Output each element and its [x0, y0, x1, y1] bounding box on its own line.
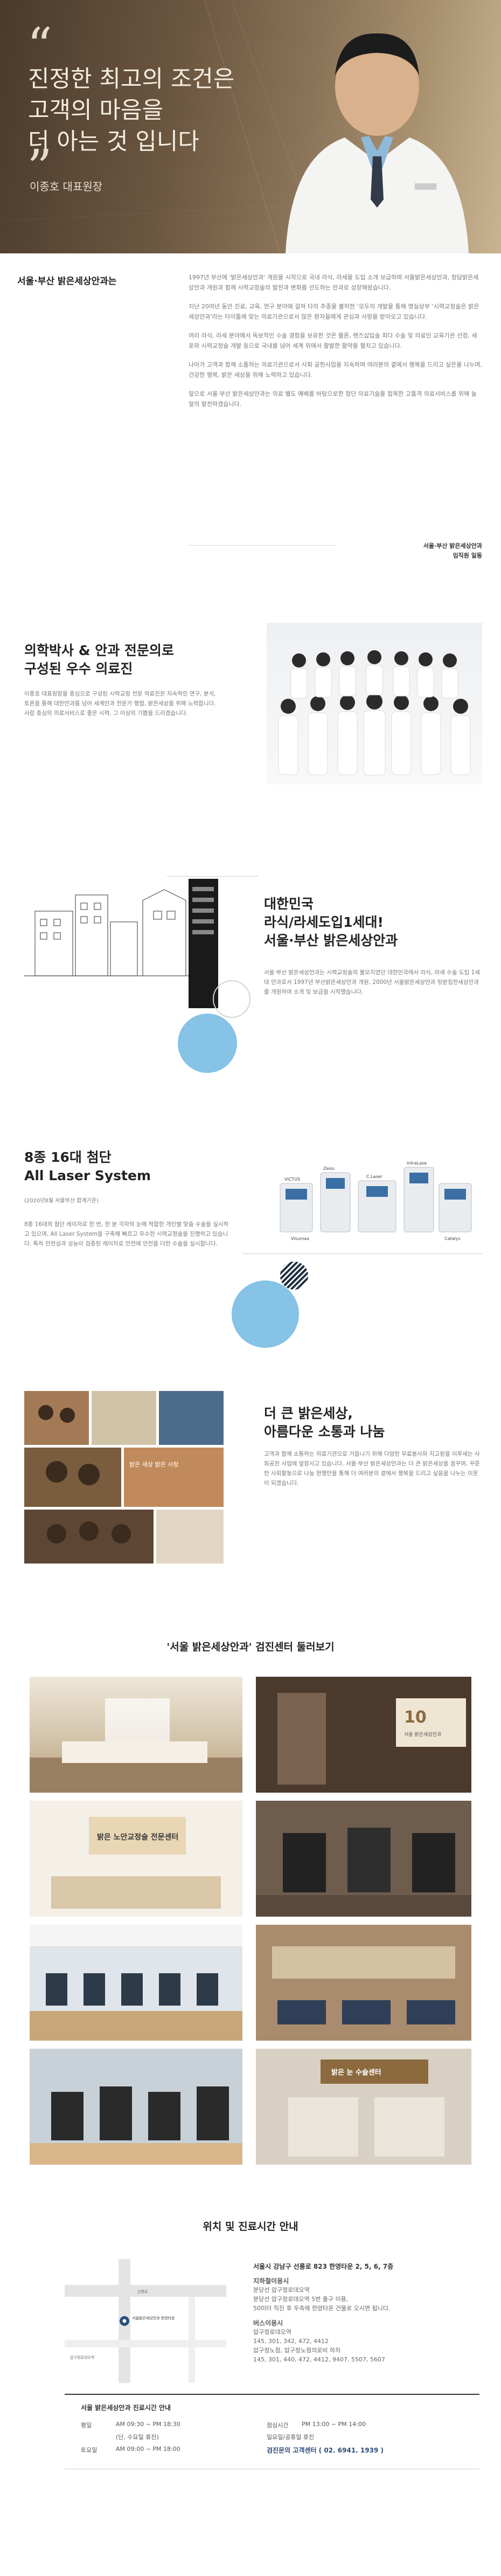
lasik-heading-line-1: 대한민국: [264, 896, 314, 912]
saturday-label: 토요일: [81, 2447, 98, 2454]
subway-line: 50미터 직진 후 우측에 한양타운 건물로 오시면 됩니다.: [253, 2305, 391, 2312]
laser-device-label-0: VICTUS: [284, 1177, 300, 1182]
lunch-label: 점심시간: [267, 2422, 289, 2429]
tour-photo-lobby: [30, 1677, 242, 1793]
volunteer-collage: 밝은 세상 밝은 사랑: [24, 1391, 224, 1563]
hero-signature: 이종호 대표원장: [30, 180, 103, 193]
doctors-heading: 의학박사 & 안과 전문의로 구성된 우수 의료진: [24, 642, 174, 678]
laser-device-label-1: Zeiss: [323, 1166, 335, 1171]
intro-heading: 서울·부산 밝은세상안과는: [17, 276, 117, 287]
laser-date-note: (2020년8월 서울부산 합계기준): [24, 1198, 99, 1204]
lunch-time: PM 13:00 ~ PM 14:00: [302, 2421, 366, 2428]
share-heading: 더 큰 밝은세상, 아름다운 소통과 나눔: [264, 1404, 385, 1441]
intro-signature-line-1: 서울·부산 밝은세상안과: [423, 542, 482, 549]
location-map[interactable]: 서울밝은세상안과 한양타운 선릉로 압구정로데오역: [65, 2259, 226, 2383]
map-label-clinic: 서울밝은세상안과 한양타운: [132, 2316, 175, 2320]
lasik-outline-circle: [213, 980, 250, 1018]
weekday-label: 평일: [81, 2422, 92, 2429]
hero-title-line-2: 고객의 마음을: [28, 97, 164, 124]
map-label-station: 압구정로데오역: [70, 2355, 94, 2360]
intro-paragraph: 여러 라식, 라세 분야에서 독보적인 수술 경험을 보유한 것은 물론, 렌즈…: [189, 332, 477, 349]
intro-paragraph: 1997년 부산에 '밝은세상안과' 개원을 시작으로 국내 라식, 라세을 도…: [189, 274, 479, 291]
location-details: 서울시 강남구 선릉로 823 한영타운 2, 5, 6, 7층 지하철이용시 …: [253, 2262, 479, 2364]
weekday-note: (단, 수요일 휴진): [116, 2434, 159, 2441]
tour-photo-diagnostic: [30, 2049, 242, 2165]
hero-title-line-3: 더 아는 것 입니다: [28, 128, 199, 155]
share-heading-line-1: 더 큰 밝은세상,: [264, 1406, 353, 1421]
location-address: 서울시 강남구 선릉로 823 한영타운 2, 5, 6, 7층: [253, 2263, 394, 2270]
map-label-road: 선릉로: [137, 2289, 148, 2294]
subway-line: 분당선 압구정로데오역: [253, 2286, 310, 2293]
lasik-heading-line-3: 서울·부산 밝은세상안과: [264, 933, 398, 948]
laser-striped-circle: [280, 1262, 308, 1290]
bus-label: 버스이용시: [253, 2319, 283, 2327]
laser-heading-line-1: 8종 16대 첨단: [24, 1149, 112, 1165]
tour-photo-entrance: 10 서울 밝은세상안과: [256, 1677, 471, 1793]
laser-divider: [242, 1253, 482, 1254]
laser-heading: 8종 16대 첨단 All Laser System: [24, 1148, 151, 1185]
intro-body: 1997년 부산에 '밝은세상안과' 개원을 시작으로 국내 라식, 라세을 도…: [189, 272, 482, 409]
hero-title-line-1: 진정한 최고의 조건은: [28, 66, 235, 93]
weekday-time: AM 09:30 ~ PM 18:30: [116, 2421, 180, 2428]
tour-surgery-sign: 밝은 눈 수술센터: [331, 2068, 381, 2077]
doctors-heading-line-2: 구성된 우수 의료진: [24, 661, 133, 677]
subway-line: 분당선 압구정로데오역 5번 출구 이용,: [253, 2296, 349, 2303]
intro-signature: 서울·부산 밝은세상안과 임직원 일동: [339, 541, 482, 561]
tour-heading: '서울 밝은세상안과' 검진센터 둘러보기: [166, 1641, 335, 1653]
hero-banner: “ 진정한 최고의 조건은 고객의 마음을 더 아는 것 입니다 ” 이종호 대…: [0, 0, 501, 253]
laser-device-label-5: Catalys: [444, 1236, 461, 1241]
laser-device-label-2: C.Laser: [366, 1174, 383, 1179]
intro-signature-line-2: 임직원 일동: [453, 552, 482, 559]
intro-paragraph: 지난 20여년 동안 진료, 교육, 연구 분야에 걸쳐 타의 추종을 불허한 …: [189, 303, 479, 320]
doctor-portrait: [286, 33, 469, 253]
laser-devices-image: VICTUS Zeiss C.Laser IntraLase Visumax C…: [269, 1151, 482, 1248]
saturday-time: AM 09:00 ~ PM 18:00: [116, 2446, 180, 2453]
tour-photo-surgery-center: 밝은 눈 수술센터: [256, 2049, 471, 2165]
lasik-heading: 대한민국 라식/라세도입1세대! 서울·부산 밝은세상안과: [264, 895, 398, 950]
lasik-building-illustration: [24, 863, 218, 1008]
tour-sign-text: 서울 밝은세상안과: [404, 1732, 441, 1738]
tour-reception-sign: 밝은 노안교정술 전문센터: [97, 1833, 178, 1842]
close-quote-mark: ”: [27, 139, 53, 197]
phone-number[interactable]: 검진문의 고객센터 ( 02. 6941. 1939 ): [267, 2447, 384, 2454]
lasik-heading-line-2: 라식/라세도입1세대!: [264, 914, 384, 930]
doctors-heading-line-1: 의학박사 & 안과 전문의로: [24, 643, 174, 658]
volunteer-banner-text: 밝은 세상 밝은 사랑: [129, 1461, 178, 1468]
tour-sign-number: 10: [404, 1708, 427, 1727]
lasik-blue-circle: [178, 1014, 237, 1073]
intro-divider: [189, 545, 337, 546]
laser-body: 8종 16대의 첨단 레이저로 한 번, 한 분 각자의 눈에 적합한 개인별 …: [24, 1221, 229, 1247]
share-body: 고객과 함께 소통하는 의료기관으로 거듭나기 위해 다양한 무료봉사와 지고원…: [264, 1451, 480, 1486]
tour-photo-exam-room: [256, 1801, 471, 1917]
location-heading: 위치 및 진료시간 안내: [203, 2221, 298, 2233]
tour-photo-reception: 밝은 노안교정술 전문센터: [30, 1801, 242, 1917]
laser-heading-line-2: All Laser System: [24, 1168, 151, 1183]
laser-device-label-4: Visumax: [291, 1236, 309, 1241]
bus-line: 145, 301, 342, 472, 4412: [253, 2338, 329, 2345]
bus-line: 압구정로데오역: [253, 2329, 291, 2336]
intro-paragraph: 앞으로 서울·부산 밝은세상안과는 의료 별도 예배를 바탕으로한 첨단 의료기…: [189, 390, 477, 408]
hours-heading: 서울 밝은세상안과 진료시간 안내: [81, 2404, 171, 2412]
lasik-body: 서울·부산 밝은세상안과는 시력교정술의 불모지였던 대한민국에서 라식, 라세…: [264, 969, 480, 995]
doctors-group-photo: [267, 623, 482, 784]
doctors-body: 이종호 대표원장을 중심으로 구성된 시력교정 전문 의료진은 지속적인 연구,…: [24, 691, 216, 717]
holiday-label: 일요일/공휴일 휴진: [267, 2434, 315, 2441]
tour-photo-waiting-room: [256, 1925, 471, 2041]
hours-box: 서울 밝은세상안과 진료시간 안내 평일 AM 09:30 ~ PM 18:30…: [65, 2394, 479, 2469]
share-heading-line-2: 아름다운 소통과 나눔: [264, 1424, 385, 1439]
hero-title: 진정한 최고의 조건은 고객의 마음을 더 아는 것 입니다: [28, 64, 308, 157]
tour-photo-exam-hall: [30, 1925, 242, 2041]
bus-line: 압구정노점, 압구정노점의로비 하차: [253, 2347, 341, 2354]
laser-blue-circle: [232, 1280, 299, 1348]
bus-line: 145, 301, 440, 472, 4412, 9407, 5507, 56…: [253, 2356, 385, 2363]
intro-paragraph: 나아가 고객과 함께 소통하는 의료기관으로서 사회 공헌사업을 지속하며 여러…: [189, 361, 482, 378]
lasik-divider: [167, 876, 259, 877]
open-quote-mark: “: [27, 17, 53, 75]
laser-device-label-3: IntraLase: [407, 1161, 427, 1166]
subway-label: 지하철이용시: [253, 2277, 289, 2285]
